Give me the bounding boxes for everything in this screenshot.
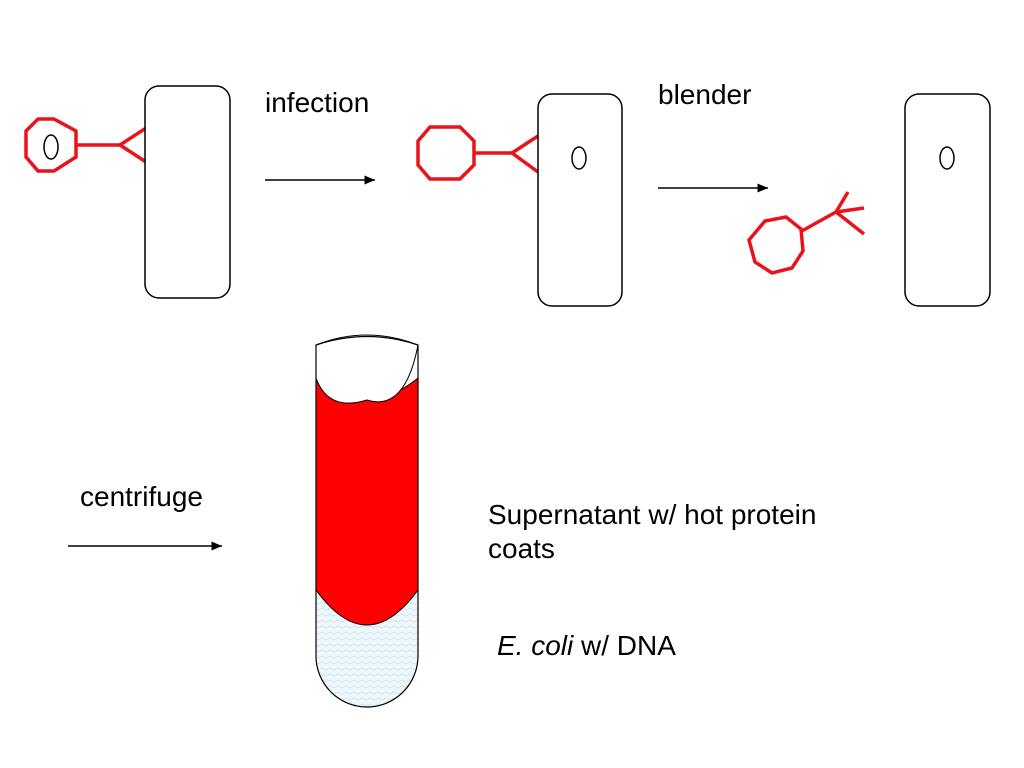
phage-stage2	[416, 125, 540, 181]
pellet-organism-name: E. coli	[497, 630, 574, 661]
phage-head-icon	[416, 125, 476, 181]
tube-supernatant-layer	[315, 376, 419, 626]
supernatant-label: Supernatant w/ hot protein coats	[488, 498, 908, 566]
cell-stage3-icon	[904, 93, 991, 307]
tube-pellet-layer	[316, 590, 418, 707]
centrifuge-tube-icon	[315, 334, 419, 708]
step-blender-label: blender	[658, 79, 752, 110]
cell-stage2-icon	[537, 93, 623, 307]
injected-dna-icon	[571, 146, 587, 170]
phage-head-icon	[747, 215, 805, 275]
supernatant-label-line2: coats	[488, 533, 555, 564]
pellet-suffix: w/ DNA	[573, 630, 676, 661]
step-centrifuge-label: centrifuge	[80, 481, 203, 512]
phage-tail-icon	[799, 210, 837, 234]
phage-tail-fibers-icon	[834, 191, 866, 236]
phage-tail-fibers-icon	[119, 126, 147, 164]
supernatant-label-line1: Supernatant w/ hot protein	[488, 499, 817, 530]
phage-detached	[747, 191, 866, 275]
phage-tail-fibers-icon	[510, 134, 540, 174]
tube-rim	[315, 335, 419, 346]
step-infection-label: infection	[265, 87, 370, 118]
tube-meniscus	[315, 334, 419, 404]
cell-dna-icon	[939, 146, 955, 170]
tube-outline	[315, 345, 419, 708]
cell-stage1-icon	[144, 85, 231, 299]
phage-stage1	[24, 117, 147, 173]
pellet-label: E. coli w/ DNA	[497, 629, 676, 663]
phage-head-icon	[24, 117, 78, 173]
phage-dna-icon	[43, 134, 59, 160]
